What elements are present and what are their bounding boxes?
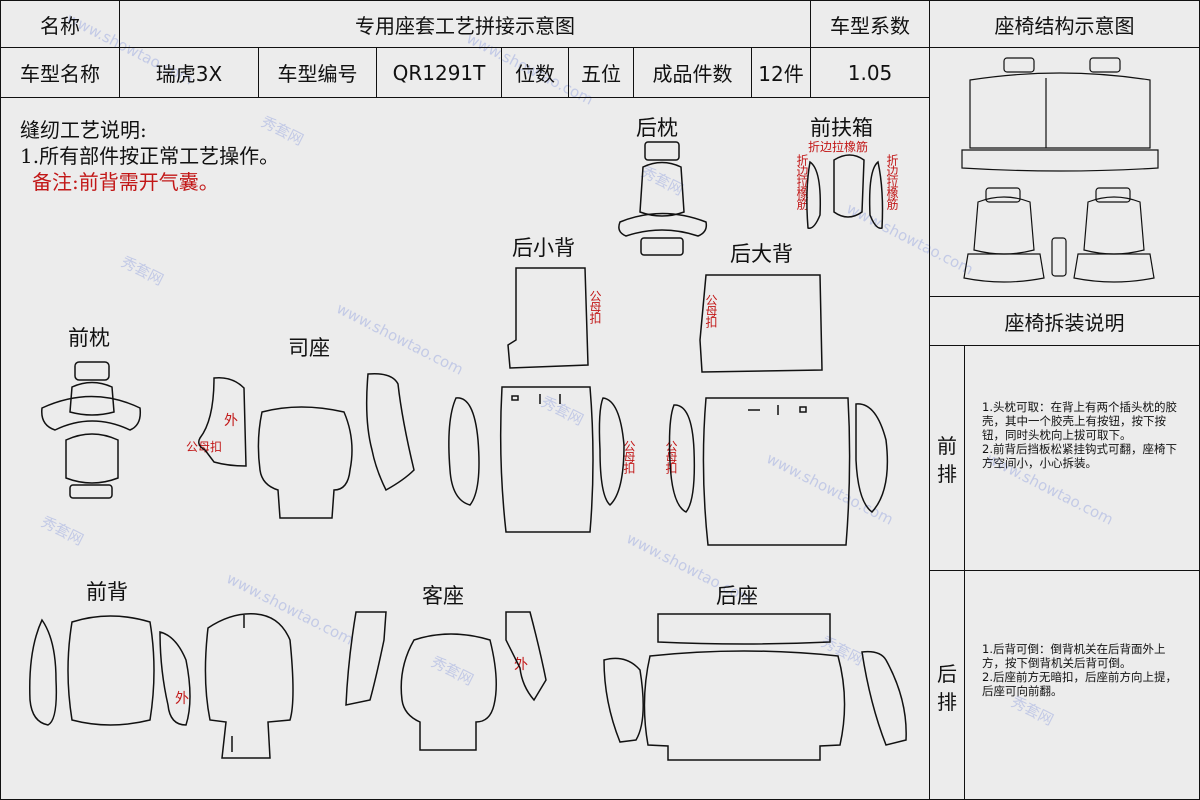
label-rear-small-back: 后小背 xyxy=(512,236,575,260)
rear-large-back-main xyxy=(702,397,851,546)
rear-headrest-top xyxy=(644,141,680,161)
rear-headrest-body xyxy=(639,161,685,217)
label-front-headrest: 前枕 xyxy=(68,326,110,350)
rear-large-back-pieces xyxy=(668,274,889,546)
front-armrest-pieces xyxy=(806,154,884,229)
armrest-right xyxy=(868,160,884,229)
annot-fold-elastic-left: 折边拉橡筋 xyxy=(795,154,809,209)
front-back-pieces xyxy=(29,613,294,759)
rear-seat-left xyxy=(603,657,644,743)
passenger-seat-left xyxy=(345,611,387,706)
model-name-value: 瑞虎3X xyxy=(119,47,259,98)
annot-outer-passenger: 外 xyxy=(514,657,528,673)
front-headrest-bottom xyxy=(69,484,113,499)
label-rear-large-back: 后大背 xyxy=(730,242,793,266)
front-headrest-band xyxy=(41,395,142,431)
label-driver-seat: 司座 xyxy=(288,336,330,360)
front-headrest-upper xyxy=(69,381,115,416)
label-front-armrest: 前扶箱 xyxy=(810,116,873,140)
annot-snap-2: 公母扣 xyxy=(704,294,718,327)
annot-fold-elastic: 折边拉橡筋 xyxy=(808,140,869,154)
rear-small-back-right xyxy=(598,397,625,507)
seats-label: 位数 xyxy=(501,47,569,98)
label-rear-headrest: 后枕 xyxy=(636,116,678,140)
front-back-rear xyxy=(204,613,294,759)
rear-headrest-band xyxy=(618,212,708,237)
annot-snap-3: 公母扣 xyxy=(622,440,636,473)
rear-small-back-left xyxy=(448,397,480,506)
annot-outer-front-back: 外 xyxy=(175,691,189,707)
rear-large-back-right xyxy=(855,403,889,513)
front-back-right xyxy=(159,631,191,726)
rear-small-back-pieces xyxy=(448,267,625,533)
driver-seat-pieces xyxy=(198,372,415,519)
coef-label: 车型系数 xyxy=(810,0,930,48)
front-headrest-lower xyxy=(65,433,119,484)
annot-outer-driver: 外 xyxy=(224,413,238,429)
rear-seat-main xyxy=(643,650,846,761)
rear-headrest-pieces xyxy=(618,141,708,256)
instructions-remark: 备注:前背需开气囊。 xyxy=(32,170,219,194)
passenger-seat-main xyxy=(400,633,497,751)
rear-row-text: 1.后背可倒：倒背机关在后背面外上方，按下倒背机关后背可倒。 2.后座前方无暗扣… xyxy=(982,642,1177,698)
instructions-line1: 1.所有部件按正常工艺操作。 xyxy=(20,144,280,168)
rear-small-back-top xyxy=(507,267,589,369)
annot-snap-4: 公母扣 xyxy=(664,440,678,473)
label-passenger-seat: 客座 xyxy=(422,584,464,608)
rear-large-back-top xyxy=(699,274,823,373)
rear-row-label: 后排 xyxy=(937,662,957,714)
armrest-center xyxy=(833,154,865,218)
annot-fold-elastic-right: 折边拉橡筋 xyxy=(885,154,899,209)
rear-small-back-main xyxy=(499,386,594,533)
front-back-left xyxy=(29,618,58,726)
passenger-seat-right xyxy=(505,611,547,702)
annot-snap-driver: 公母扣 xyxy=(186,440,223,454)
front-row-label: 前排 xyxy=(937,434,957,486)
passenger-seat-pieces xyxy=(345,611,547,751)
front-headrest-top xyxy=(74,361,110,381)
pieces-label: 成品件数 xyxy=(633,47,752,98)
front-headrest-pieces xyxy=(41,361,142,499)
label-rear-seat: 后座 xyxy=(716,584,758,608)
annot-snap-1: 公母扣 xyxy=(588,290,602,323)
armrest-left xyxy=(806,160,822,229)
front-row-text: 1.头枕可取：在背上有两个插头枕的胶壳，其中一个胶壳上有按钮，按下按钮，同时头枕… xyxy=(982,400,1177,470)
rear-seat-right xyxy=(861,650,907,746)
rear-headrest-bottom xyxy=(640,237,684,256)
front-back-main xyxy=(67,615,155,726)
instructions-title: 缝纫工艺说明: xyxy=(20,118,147,142)
label-front-back: 前背 xyxy=(86,580,128,604)
rear-large-back-left xyxy=(668,404,696,513)
rear-seat-pieces xyxy=(603,613,907,761)
rear-seat-top-strip xyxy=(657,613,831,645)
seat-structure-illustration xyxy=(961,57,1159,283)
driver-seat-left xyxy=(198,376,247,467)
driver-seat-main xyxy=(257,406,353,519)
driver-seat-right xyxy=(365,372,415,492)
